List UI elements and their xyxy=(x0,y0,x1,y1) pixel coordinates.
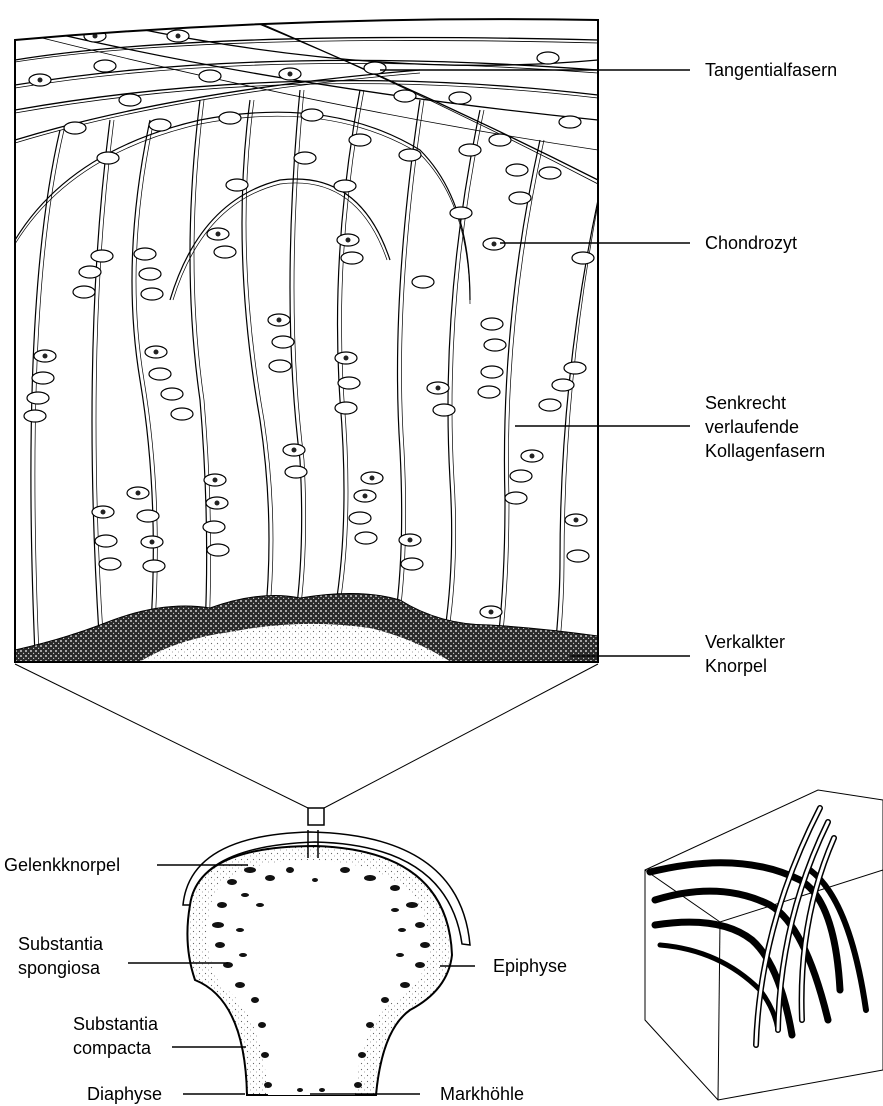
label-compacta-1: Substantia xyxy=(73,1014,159,1034)
label-spongiosa-2: spongiosa xyxy=(18,958,101,978)
label-verlaufende: verlaufende xyxy=(705,417,799,437)
label-senkrecht: Senkrecht xyxy=(705,393,786,413)
label-kollagenfasern: Kollagenfasern xyxy=(705,441,825,461)
label-gelenkknorpel: Gelenkknorpel xyxy=(4,855,120,875)
label-epiphyse: Epiphyse xyxy=(493,956,567,976)
label-spongiosa-1: Substantia xyxy=(18,934,104,954)
label-verkalkter: Verkalkter xyxy=(705,632,785,652)
label-knorpel: Knorpel xyxy=(705,656,767,676)
zoom-connector xyxy=(15,664,598,825)
fiber-3d-box xyxy=(645,790,883,1100)
label-markhoehle: Markhöhle xyxy=(440,1084,524,1104)
label-compacta-2: compacta xyxy=(73,1038,152,1058)
label-diaphyse: Diaphyse xyxy=(87,1084,162,1104)
magnified-cartilage-section xyxy=(15,15,598,668)
label-tangentialfasern: Tangentialfasern xyxy=(705,60,837,80)
label-chondrozyt: Chondrozyt xyxy=(705,233,797,253)
